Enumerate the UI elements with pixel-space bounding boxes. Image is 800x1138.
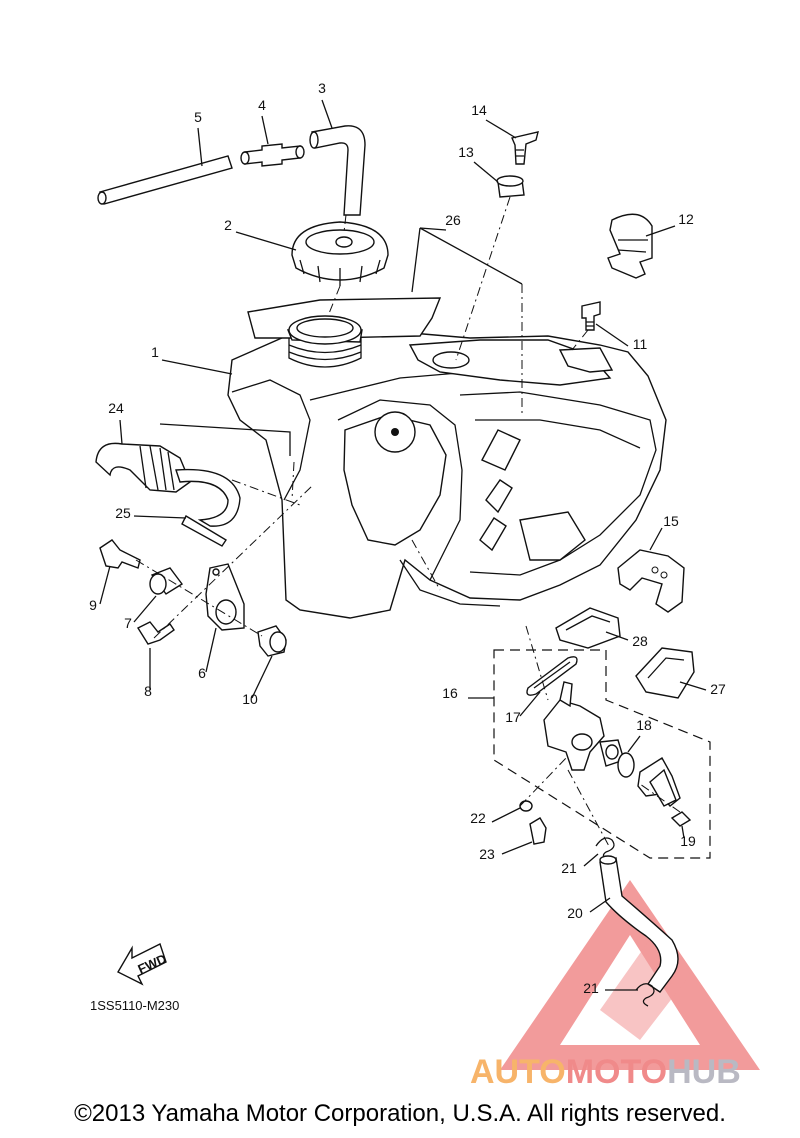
part-label-14-13: 14: [471, 102, 487, 118]
screw-19: [670, 811, 692, 827]
part-label-17-16: 17: [505, 709, 521, 725]
band-25: [175, 468, 241, 547]
part-label-12-11: 12: [678, 211, 694, 227]
part-label-22-22: 22: [470, 810, 486, 826]
bolt-11: [581, 301, 601, 331]
clip-21-lower: [635, 983, 655, 1007]
fuel-cap: [291, 221, 389, 286]
part-label-21-20: 21: [561, 860, 577, 876]
fuel-hose-20: [599, 855, 679, 993]
part-label-18-17: 18: [636, 717, 652, 733]
watermark-text: AUTOMOTOHUB: [470, 1053, 741, 1092]
damper-13: [496, 175, 525, 198]
fuel-cock-assembly-box: [493, 649, 711, 859]
part-label-9-8: 9: [89, 597, 97, 613]
screw-14: [511, 131, 539, 165]
watermark-moto: MOTO: [565, 1053, 668, 1091]
part-label-6-5: 6: [198, 665, 206, 681]
bolt-10: [257, 625, 287, 657]
gasket-17: [526, 656, 578, 696]
part-label-4-3: 4: [258, 97, 266, 113]
part-label-10-9: 10: [242, 691, 258, 707]
part-label-5-4: 5: [194, 109, 202, 125]
part-label-21-21: 21: [583, 980, 599, 996]
lever-cover: [637, 757, 681, 807]
part-label-23-23: 23: [479, 846, 495, 862]
damper-27: [635, 647, 695, 699]
drawing-code: 1SS5110-M230: [90, 998, 179, 1013]
watermark-hub: HUB: [667, 1053, 741, 1091]
part-label-20-19: 20: [567, 905, 583, 921]
part-label-11-10: 11: [633, 336, 648, 352]
fuel-tank-body: [227, 297, 667, 619]
fwd-arrow: FWD: [117, 943, 169, 986]
washer-22: [519, 800, 533, 812]
part-label-25-25: 25: [115, 505, 131, 521]
part-label-2-1: 2: [224, 217, 232, 233]
part-label-19-18: 19: [680, 833, 696, 849]
screw-23: [529, 817, 547, 845]
hose-joint: [240, 143, 305, 167]
fuel-cock-body: [543, 681, 625, 771]
grommet-24: [95, 442, 191, 493]
center-lines: [135, 196, 681, 849]
o-ring-18: [617, 752, 635, 778]
bolt-8: [136, 621, 175, 645]
part-label-27-27: 27: [710, 681, 726, 697]
part-label-7-6: 7: [124, 615, 132, 631]
part-label-1-0: 1: [151, 344, 159, 360]
part-label-13-12: 13: [458, 144, 474, 160]
part-label-24-24: 24: [108, 400, 124, 416]
damper-15: [617, 549, 685, 613]
breather-hose: [309, 125, 366, 216]
leader-lines: [99, 99, 707, 991]
clip-12: [607, 213, 653, 279]
bolt-9: [99, 539, 141, 569]
part-label-8-7: 8: [144, 683, 152, 699]
part-label-3-2: 3: [318, 80, 326, 96]
part-label-28-28: 28: [632, 633, 648, 649]
part-label-15-14: 15: [663, 513, 679, 529]
bracket-6: [205, 563, 245, 631]
damper-28: [555, 607, 621, 649]
hose-5: [97, 155, 233, 205]
watermark-auto: AUTO: [470, 1053, 566, 1091]
part-label-16-15: 16: [442, 685, 458, 701]
part-label-26-26: 26: [445, 212, 461, 228]
copyright-notice: ©2013 Yamaha Motor Corporation, U.S.A. A…: [74, 1100, 726, 1127]
